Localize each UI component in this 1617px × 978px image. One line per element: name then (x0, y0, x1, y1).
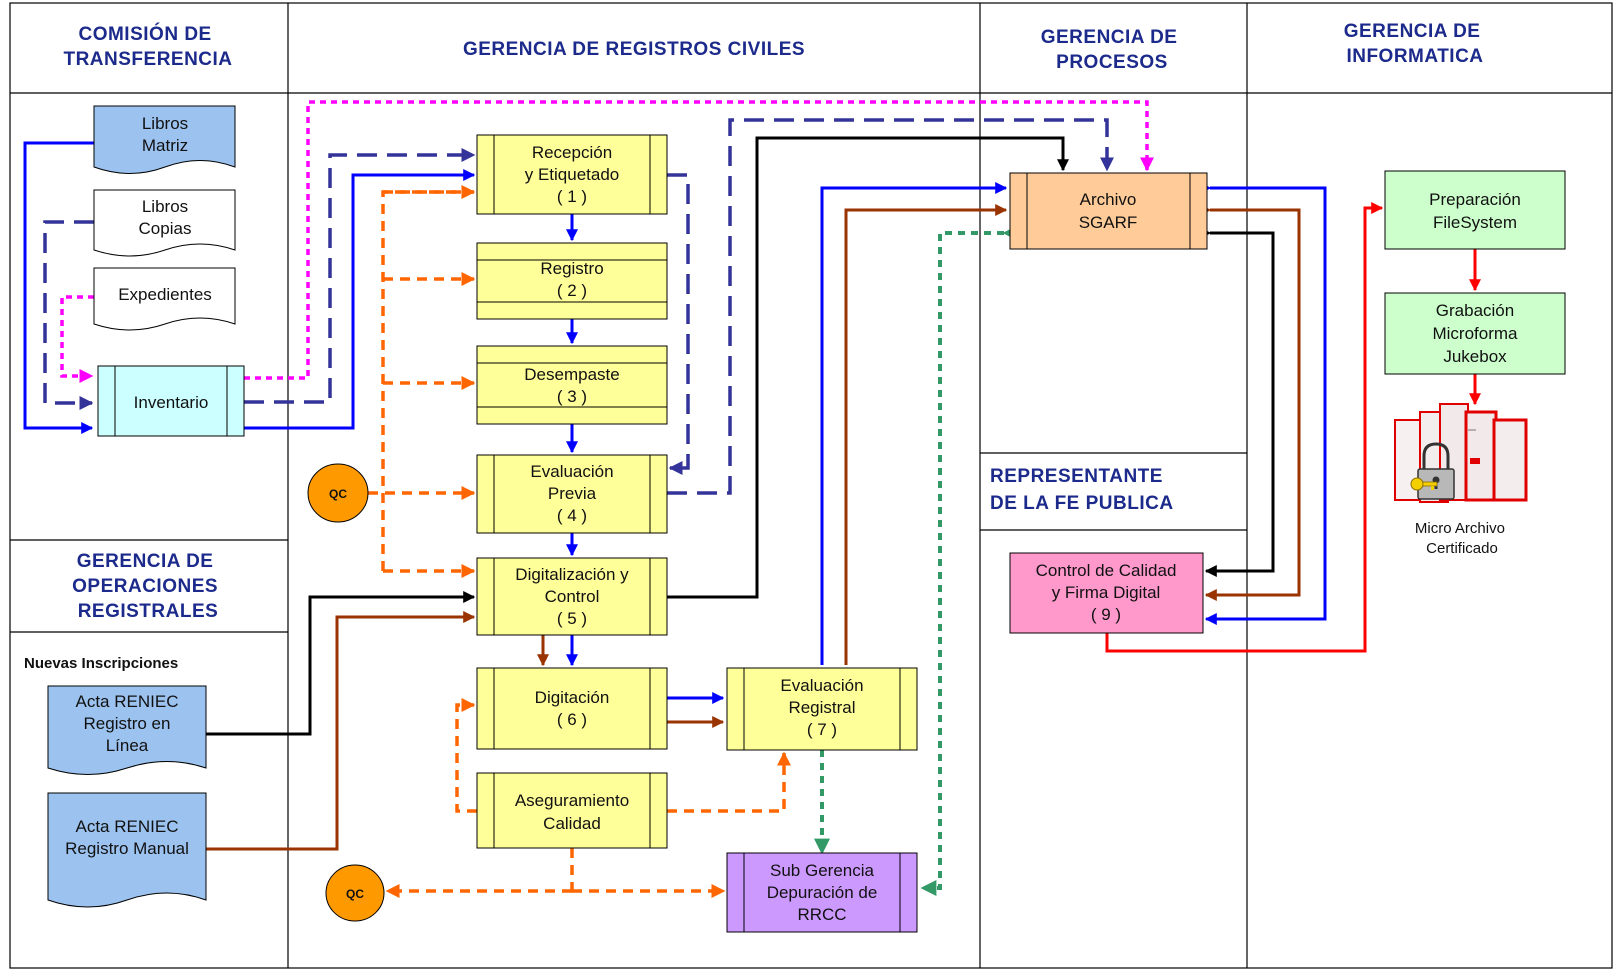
svg-text:Registro( 2 ): Registro( 2 ) (540, 259, 603, 300)
svg-text:Digitación( 6 ): Digitación( 6 ) (535, 688, 610, 729)
swimlane-grid (9, 2, 1613, 969)
key-icon (1410, 477, 1438, 491)
flow-libros-matriz-to-inventario (23, 141, 94, 434)
doc-expedientes[interactable]: Expedientes (93, 267, 236, 331)
svg-text:Inventario: Inventario (134, 393, 209, 412)
flow-acta-linea-to-5 (206, 591, 476, 736)
flow-archivo-control-brown (1199, 204, 1301, 601)
flow-aseguramiento-to-7 (667, 751, 791, 813)
header-registros-civiles: GERENCIA DE REGISTROS CIVILES (463, 39, 805, 60)
svg-text:Desempaste( 3 ): Desempaste( 3 ) (524, 365, 619, 406)
svg-text:Expedientes: Expedientes (118, 285, 212, 304)
header-fe-publica: REPRESENTANTE DE LA FE PUBLICA (990, 466, 1174, 514)
nuevas-inscripciones-label: Nuevas Inscripciones (24, 655, 178, 672)
flow-inventario-to-archivo-dotted (244, 100, 1154, 380)
flow-aseguramiento-to-6 (455, 698, 477, 813)
flow-7-to-archivo-blue (820, 182, 1008, 665)
flow-recepcion-to-evaluacion-previa (667, 173, 690, 475)
flow-archivo-control-black (1199, 227, 1275, 577)
process-inventario[interactable]: Inventario (97, 365, 245, 437)
process-desempaste[interactable]: Desempaste( 3 ) (476, 345, 668, 425)
header-informatica: GERENCIA DE INFORMATICA (1344, 21, 1487, 67)
qc-circle-bottom: QC (325, 864, 385, 922)
flow-7-to-archivo-brown (844, 204, 1008, 665)
svg-text:QC: QC (329, 487, 347, 501)
flow-archivo-sub-gerencia-green (920, 225, 1019, 896)
header-operaciones: GERENCIA DE OPERACIONES REGISTRALES (72, 551, 224, 622)
flow-libros-copias-to-inventario (43, 220, 94, 410)
qc-circle-top: QC (307, 463, 369, 523)
flow-evaluacion-previa-to-archivo (667, 118, 1114, 495)
svg-text:QC: QC (346, 887, 364, 901)
flow-control-to-preparacion (1105, 202, 1384, 653)
process-registro[interactable]: Registro( 2 ) (476, 242, 668, 320)
flow-5-to-archivo-black (667, 136, 1069, 599)
micro-archivo-label: Micro Archivo Certificado (1415, 520, 1509, 557)
process-digitacion[interactable]: Digitación( 6 ) (476, 667, 668, 750)
connectors (23, 100, 1481, 898)
flow-inventario-to-recepcion-dashed (244, 148, 476, 404)
flow-expedientes-to-inventario (60, 295, 94, 383)
flow-acta-manual-to-5 (206, 611, 476, 851)
header-comision: COMISIÓN DE TRANSFERENCIA (63, 23, 232, 70)
flow-inventario-to-recepcion (244, 169, 476, 430)
flow-archivo-control-blue (1199, 182, 1327, 625)
header-procesos: GERENCIA DE PROCESOS (1041, 27, 1184, 73)
